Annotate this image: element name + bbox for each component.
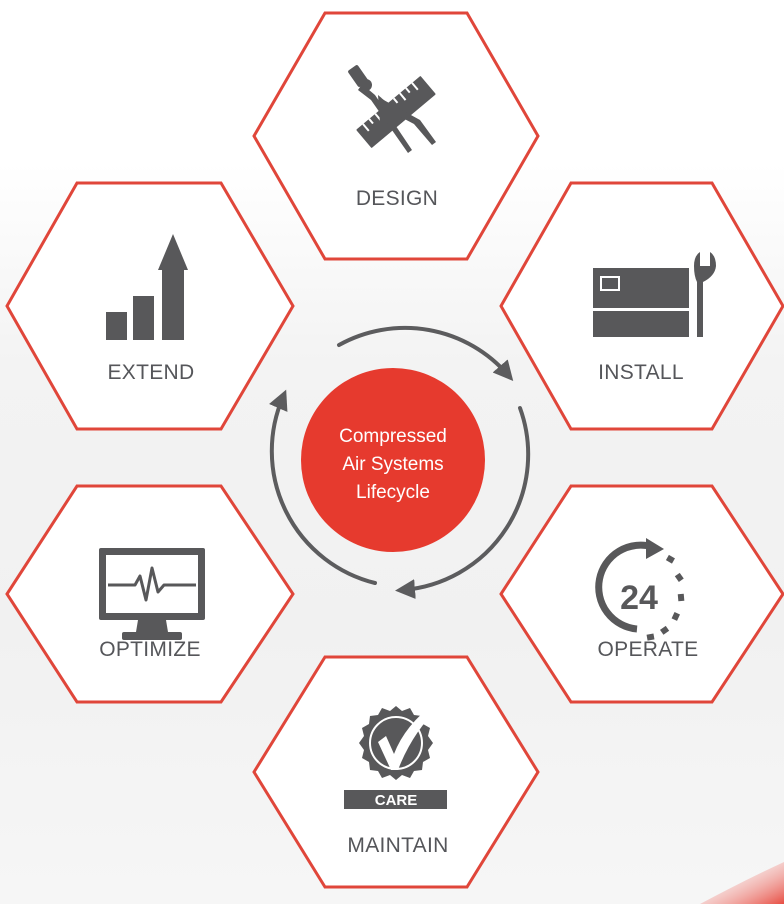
- clock-number: 24: [620, 579, 658, 617]
- cycle-arrow-left: [269, 389, 377, 585]
- hex-maintain[interactable]: CARE MAINTAIN: [252, 655, 540, 889]
- hex-install[interactable]: INSTALL: [499, 181, 784, 431]
- growth-bar-arrow-icon: [106, 234, 188, 340]
- monitor-pulse-icon: [99, 548, 205, 640]
- center-title-line2: Air Systems: [342, 454, 443, 475]
- compressor-wrench-icon: [593, 252, 716, 337]
- stage-label-extend: EXTEND: [108, 361, 195, 384]
- care-badge-text: CARE: [375, 792, 418, 809]
- clock-24-icon: 24: [595, 538, 685, 641]
- cycle-arrows: [269, 325, 531, 600]
- stage-label-optimize: OPTIMIZE: [99, 638, 201, 661]
- corner-swoosh: [700, 862, 784, 904]
- care-checkmark-icon: CARE: [344, 702, 447, 809]
- stage-label-install: INSTALL: [598, 361, 684, 384]
- ruler-compass-icon: [348, 65, 436, 153]
- cycle-arrow-right: [395, 406, 531, 600]
- hex-optimize[interactable]: OPTIMIZE: [5, 484, 295, 704]
- hex-design[interactable]: DESIGN: [252, 11, 540, 261]
- stage-label-design: DESIGN: [356, 187, 438, 210]
- stage-label-maintain: MAINTAIN: [347, 834, 448, 857]
- center-lifecycle-badge: Compressed Air Systems Lifecycle: [301, 368, 485, 552]
- stage-label-operate: OPERATE: [598, 638, 699, 661]
- center-title-line3: Lifecycle: [356, 482, 430, 503]
- center-title-line1: Compressed: [339, 426, 447, 447]
- cycle-arrow-top: [337, 325, 514, 382]
- hex-operate[interactable]: 24 OPERATE: [499, 484, 784, 704]
- hex-extend[interactable]: EXTEND: [5, 181, 295, 431]
